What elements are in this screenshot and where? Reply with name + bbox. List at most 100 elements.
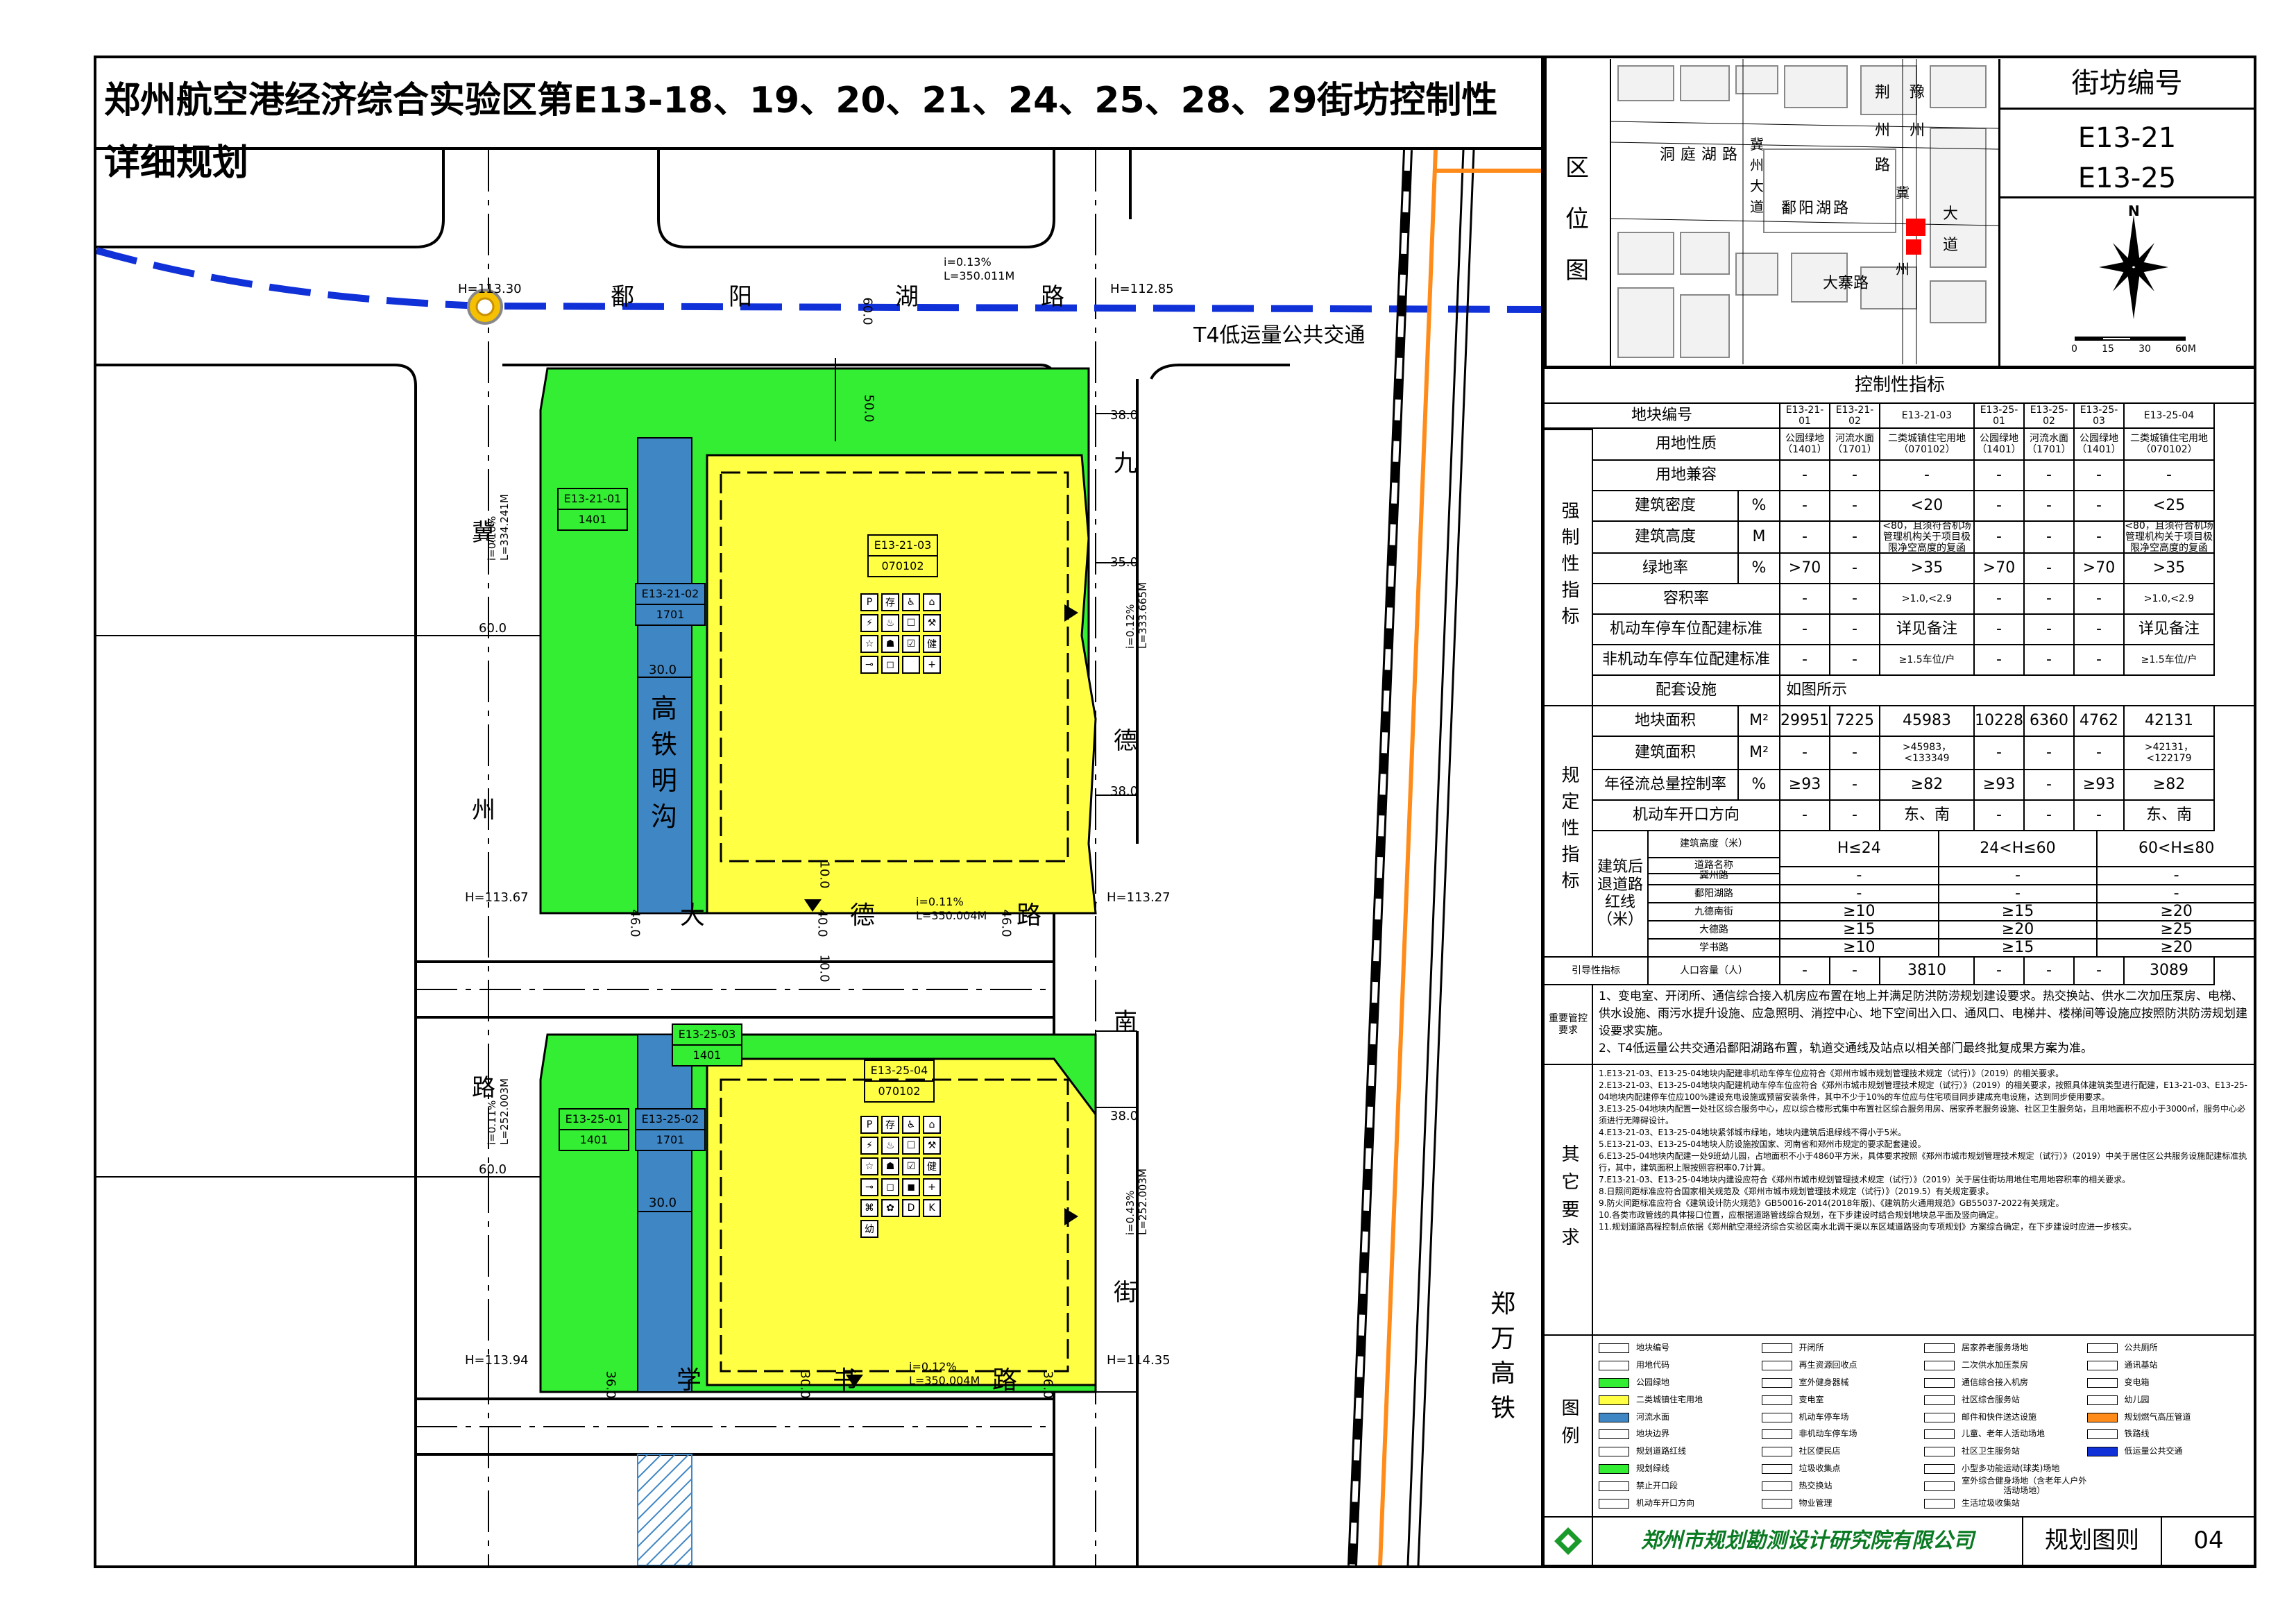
- setback-road: 冀州路: [1649, 867, 1780, 885]
- t4-transit-label: T4低运量公共交通: [1193, 323, 1366, 348]
- legend-swatch: [1761, 1377, 1792, 1388]
- legend-item: 铁路线: [2086, 1427, 2250, 1442]
- west-road-name-2: 州: [472, 797, 495, 824]
- row-unit: M: [1739, 522, 1780, 554]
- residential-south: [706, 1057, 1097, 1386]
- legend-item: 机动车停车场: [1761, 1410, 1925, 1425]
- legend-swatch: [1761, 1481, 1792, 1491]
- road-edges: [96, 150, 1290, 1565]
- svg-text:庭: 庭: [1681, 146, 1696, 164]
- north-h-left: H=113.30: [458, 282, 522, 296]
- row-value: -: [2075, 584, 2125, 615]
- east-w-1: 38.0: [1110, 408, 1139, 423]
- row-value: -: [2025, 584, 2075, 615]
- page-title: 郑州航空港经济综合实验区第E13-18、19、20、21、24、25、28、29…: [104, 80, 1498, 184]
- row-value: -: [1975, 645, 2025, 676]
- setback-value: -: [1939, 885, 2098, 903]
- row-value: -: [1780, 645, 1830, 676]
- facility-icon: ⚒: [923, 1137, 941, 1155]
- legend-item: 二次供水加压泵房: [1924, 1358, 2087, 1373]
- east-w-2: 35.0: [1110, 555, 1139, 570]
- row-value: <25: [2125, 491, 2215, 522]
- setback-value: -: [1780, 885, 1939, 903]
- entrance-arrow-east-south: [1064, 1208, 1078, 1225]
- legend-item: 公共厕所: [2086, 1341, 2250, 1356]
- legend-swatch: [1924, 1498, 1955, 1509]
- row-value: >35: [2125, 554, 2215, 584]
- other-paragraph: 10.各类市政管线的具体接口位置，应根据道路管线综合规划，在下步建设时结合规划地…: [1599, 1210, 2004, 1220]
- facility-icon: ✿: [881, 1199, 899, 1217]
- row-value: ≥1.5车位/户: [2125, 645, 2215, 676]
- row-value: -: [1830, 801, 1880, 831]
- row-value: 公园绿地（1401）: [1780, 429, 1830, 461]
- row-value: -: [1975, 522, 2025, 554]
- west-road-name-3: 路: [472, 1074, 495, 1102]
- other-paragraph: 3.E13-25-04地块内配置一处社区综合服务中心，应以综合楼形式集中布置社区…: [1599, 1104, 2246, 1125]
- row-value: >1.0,<2.9: [1880, 584, 1975, 615]
- mid-road-name-2: 德: [850, 901, 876, 930]
- row-label: 配套设施: [1593, 676, 1780, 706]
- facility-icon: ☑: [902, 1157, 920, 1175]
- legend-item: 低运量公共交通: [2086, 1444, 2250, 1459]
- legend-swatch: [1599, 1361, 1629, 1371]
- row-value: -: [2025, 737, 2075, 770]
- legend-item: 社区便民店: [1761, 1444, 1925, 1459]
- legend-item: 再生资源回收点: [1761, 1358, 1925, 1373]
- row-unit: M²: [1739, 706, 1780, 737]
- setback-value: -: [1939, 867, 2098, 885]
- mid-w-5: 46.0: [998, 909, 1014, 937]
- row-label: 容积率: [1593, 584, 1780, 615]
- svg-text:路: 路: [1833, 200, 1848, 217]
- legend-item: 变电箱: [2086, 1375, 2250, 1391]
- row-value: -: [2025, 461, 2075, 491]
- legend-swatch: [1761, 1498, 1792, 1509]
- row-value: ≥82: [2125, 770, 2215, 801]
- block-number-title: 街坊编号: [2000, 59, 2254, 110]
- setback-road: 九德南街: [1649, 903, 1780, 921]
- east-road-name-3: 南: [1114, 1008, 1137, 1036]
- legend-item: 室外健身器械: [1761, 1375, 1925, 1391]
- setback-value: ≥20: [2098, 903, 2256, 921]
- row-value: 二类城镇住宅用地（070102）: [2125, 429, 2215, 461]
- row-value: -: [2075, 801, 2125, 831]
- population-value: 3089: [2125, 958, 2215, 985]
- row-value: 10228: [1975, 706, 2025, 737]
- svg-text:州: 州: [1910, 122, 1925, 139]
- legend-label: 图例: [1545, 1336, 1593, 1518]
- other-paragraph: 2.E13-21-03、E13-25-04地块内配建机动车停车位应符合《郑州市城…: [1599, 1080, 2247, 1102]
- facility-icon: ◼: [902, 1178, 920, 1196]
- south-w-1: 36.0: [603, 1370, 618, 1399]
- population-value: -: [2025, 958, 2075, 985]
- south-slope: i=0.12%L=350.004M: [909, 1360, 980, 1387]
- svg-text:湖: 湖: [1816, 200, 1831, 217]
- legend-area: 地块编号用地代码公园绿地二类城镇住宅用地河流水面地块边界规划道路红线规划绿线禁止…: [1593, 1336, 2256, 1518]
- west-road-name-1: 冀: [472, 519, 495, 547]
- compass-icon: [2099, 215, 2168, 319]
- row-value: -: [1780, 461, 1830, 491]
- legend-item: 通讯基站: [2086, 1358, 2250, 1373]
- south-w-2: 30.0: [797, 1370, 813, 1399]
- green-width-label: 50.0: [861, 394, 876, 423]
- other-paragraph: 6.E13-25-04地块内配建一处9班幼儿园，占地面积不小于4860平方米，具…: [1599, 1151, 2247, 1173]
- mid-w-1: 46.0: [627, 909, 643, 937]
- east-road-name-1: 九: [1114, 450, 1137, 477]
- mid-road-name-1: 大: [680, 901, 706, 930]
- legend-item: 幼儿园: [2086, 1393, 2250, 1408]
- east-road-name-4: 街: [1114, 1279, 1137, 1307]
- guide-label: 引导性指标: [1545, 958, 1649, 985]
- setback-road: 学书路: [1649, 940, 1780, 958]
- svg-text:鄱: 鄱: [1781, 200, 1796, 217]
- row-value: -: [1975, 491, 2025, 522]
- row-value: -: [1975, 584, 2025, 615]
- row-value: >70: [1975, 554, 2025, 584]
- setback-corner-bottom: 道路名称: [1649, 858, 1780, 874]
- row-value: -: [1830, 615, 1880, 645]
- setback-value: ≥20: [1939, 921, 2098, 940]
